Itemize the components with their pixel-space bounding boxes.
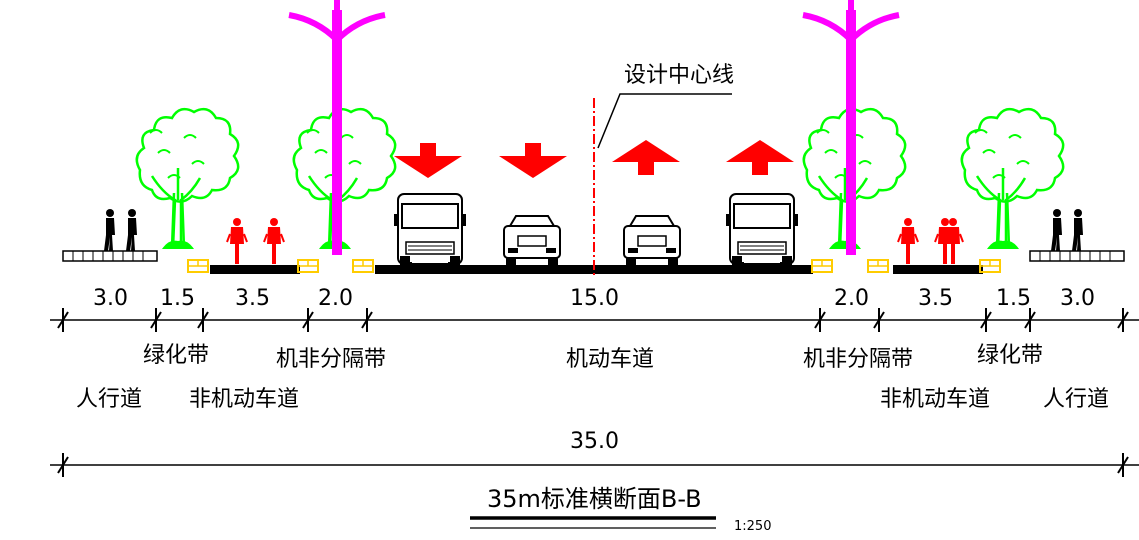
width-separator-right: 2.0 [834, 286, 869, 311]
label-sidewalk-right: 人行道 [1043, 387, 1109, 412]
width-nonmotor-right: 3.5 [918, 286, 953, 311]
tree-icon [135, 107, 240, 250]
label-separator-left: 机非分隔带 [276, 347, 386, 372]
bus-icon [393, 193, 467, 271]
cyclist-icon [897, 217, 919, 265]
label-green-belt-right: 绿化带 [977, 343, 1043, 368]
arrow-up-icon [612, 140, 680, 175]
label-sidewalk-left: 人行道 [76, 387, 142, 412]
sidewalk-left [62, 250, 158, 262]
label-nonmotor-right: 非机动车道 [880, 387, 990, 412]
dimension-line-segments [50, 308, 1139, 332]
nonmotor-lane-left [210, 265, 300, 274]
label-green-belt-left: 绿化带 [143, 343, 209, 368]
arrow-down-icon [499, 143, 567, 178]
cyclist-icon [226, 217, 248, 265]
arrow-down-icon [394, 143, 462, 178]
tree-icon [292, 107, 397, 250]
dimension-line-total [50, 453, 1139, 477]
label-motor-lane: 机动车道 [566, 347, 654, 372]
bus-icon [725, 193, 799, 271]
center-line-leader [597, 93, 732, 149]
width-motor-lane: 15.0 [570, 286, 619, 311]
label-nonmotor-left: 非机动车道 [189, 387, 299, 412]
center-line-label: 设计中心线 [624, 63, 734, 88]
street-lamp-icon [289, 0, 385, 255]
label-separator-right: 机非分隔带 [803, 347, 913, 372]
drawing-title: 35m标准横断面B-B [487, 485, 702, 513]
drawing-scale: 1:250 [734, 519, 771, 534]
car-icon [503, 215, 561, 268]
width-separator-left: 2.0 [318, 286, 353, 311]
width-green-belt-left: 1.5 [160, 286, 195, 311]
pedestrian-icon [126, 209, 137, 251]
pedestrian-icon [104, 209, 115, 251]
arrow-up-icon [726, 140, 794, 175]
pedestrian-icon [1072, 209, 1083, 251]
tree-icon [960, 107, 1065, 250]
sidewalk-right [1029, 250, 1125, 262]
pedestrian-icon [1051, 209, 1062, 251]
width-nonmotor-left: 3.5 [235, 286, 270, 311]
cyclist-icon [263, 217, 285, 265]
car-icon [623, 215, 681, 268]
total-width-label: 35.0 [570, 429, 619, 454]
width-sidewalk-left: 3.0 [93, 286, 128, 311]
nonmotor-lane-right [893, 265, 983, 274]
width-sidewalk-right: 3.0 [1060, 286, 1095, 311]
street-lamp-icon [803, 0, 899, 255]
width-green-belt-right: 1.5 [996, 286, 1031, 311]
